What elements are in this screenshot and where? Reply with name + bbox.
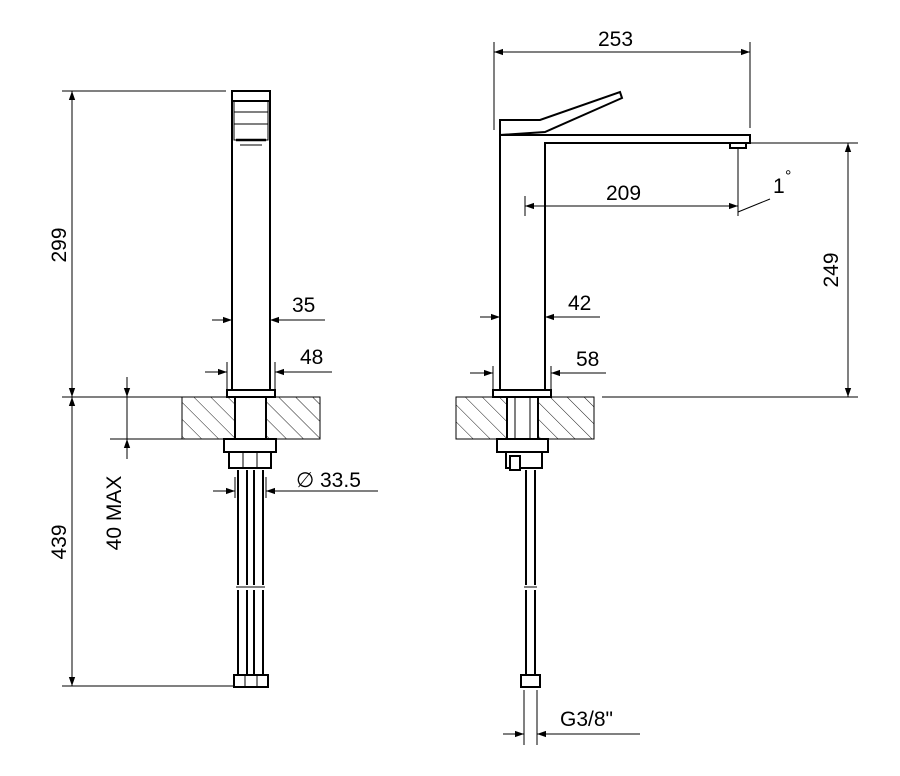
side-base-flange [492, 389, 552, 398]
front-hose-connector [233, 674, 269, 688]
front-dimensions [62, 90, 378, 687]
degree-symbol: ° [785, 168, 791, 185]
side-shank [506, 396, 539, 440]
dim-209: 209 [606, 182, 641, 205]
dim-253: 253 [598, 28, 633, 51]
diameter-symbol: ∅ [296, 469, 314, 492]
front-view [181, 90, 321, 688]
front-washer [223, 438, 277, 453]
front-nut [228, 451, 272, 469]
side-nut-lock [509, 455, 521, 471]
side-aerator [729, 142, 747, 149]
front-body [231, 90, 271, 391]
dim-33-5: 33.5 [320, 469, 361, 492]
dim-40-max: 40 MAX [103, 476, 126, 551]
dim-thread: G3/8" [560, 708, 613, 731]
side-hose-connector [520, 674, 541, 688]
dim-58: 58 [576, 348, 599, 371]
dim-angle: 1 [773, 175, 785, 198]
side-hose [524, 470, 537, 675]
dim-439: 439 [48, 524, 71, 559]
dim-42: 42 [568, 292, 591, 315]
front-base-flange [226, 389, 276, 398]
dim-48: 48 [300, 346, 323, 369]
dim-35: 35 [292, 294, 315, 317]
front-hoses [236, 470, 265, 675]
side-lever [499, 90, 624, 137]
side-body [499, 134, 751, 391]
side-washer [496, 438, 549, 453]
front-lever-cap [231, 90, 271, 102]
front-shank [234, 396, 267, 440]
side-dimensions [470, 42, 858, 745]
dim-299: 299 [48, 227, 71, 262]
dim-249: 249 [820, 252, 843, 287]
side-view [455, 90, 751, 688]
